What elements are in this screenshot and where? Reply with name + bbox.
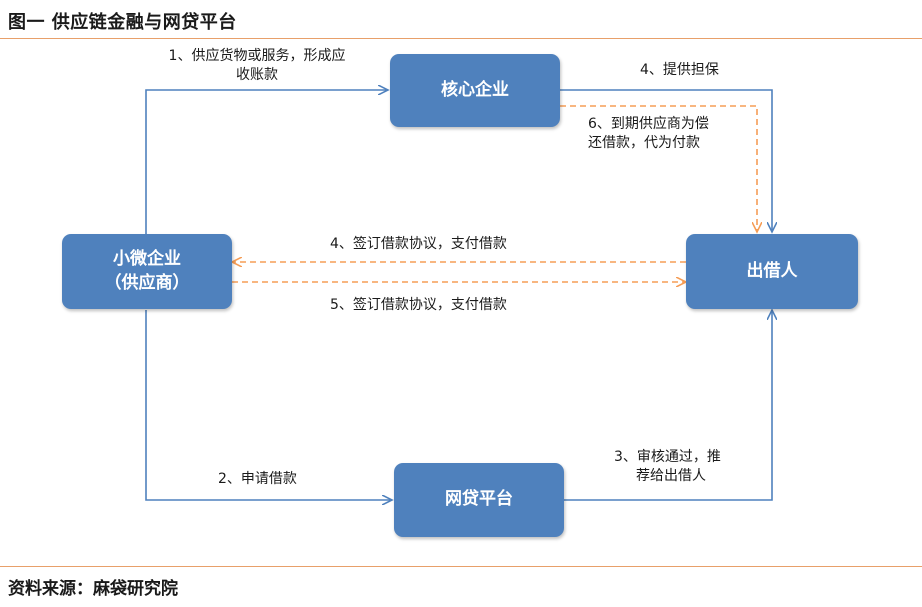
edge-3-label: 3、审核通过，推 荐给出借人 [614, 448, 721, 486]
edge-6-label: 6、到期供应商为偿 还借款，代为付款 [588, 115, 709, 153]
edge-4-guarantee-label: 4、提供担保 [640, 62, 719, 78]
edge-6-repayment [560, 105, 757, 232]
node-sme-supplier: 小微企业 （供应商） [62, 234, 232, 309]
edge-3-label-line1: 3、审核通过，推 [614, 449, 721, 465]
node-platform-label: 网贷平台 [445, 489, 513, 510]
edge-4-guarantee [560, 89, 772, 232]
edge-6-label-line1: 6、到期供应商为偿 [588, 116, 709, 132]
edge-1-label: 1、供应货物或服务，形成应 收账款 [142, 47, 372, 85]
bottom-divider [0, 566, 922, 567]
node-sme-label-line1: 小微企业 [113, 248, 181, 269]
top-divider [0, 38, 922, 39]
source-note: 资料来源：麻袋研究院 [8, 579, 178, 599]
node-core-enterprise-label: 核心企业 [441, 79, 509, 100]
node-core-enterprise: 核心企业 [390, 54, 560, 127]
node-p2p-platform: 网贷平台 [394, 463, 564, 537]
edge-5-agreement-label: 5、签订借款协议，支付借款 [330, 297, 507, 313]
edge-4-agreement-label: 4、签订借款协议，支付借款 [330, 236, 507, 252]
figure-title: 图一 供应链金融与网贷平台 [8, 12, 237, 33]
edge-3-recommend [564, 310, 772, 501]
node-lender-label: 出借人 [746, 260, 798, 281]
node-sme-label-line2: （供应商） [104, 272, 190, 293]
edge-6-label-line2: 还借款，代为付款 [588, 134, 700, 151]
edge-1-supply-goods [145, 90, 388, 234]
edge-1-label-line2: 收账款 [236, 66, 278, 83]
edge-2-label: 2、申请借款 [218, 471, 297, 487]
edge-3-label-line2: 荐给出借人 [636, 467, 706, 484]
edge-2-apply-loan [145, 310, 392, 500]
edge-1-label-line1: 1、供应货物或服务，形成应 [168, 48, 346, 64]
node-lender: 出借人 [686, 234, 858, 309]
